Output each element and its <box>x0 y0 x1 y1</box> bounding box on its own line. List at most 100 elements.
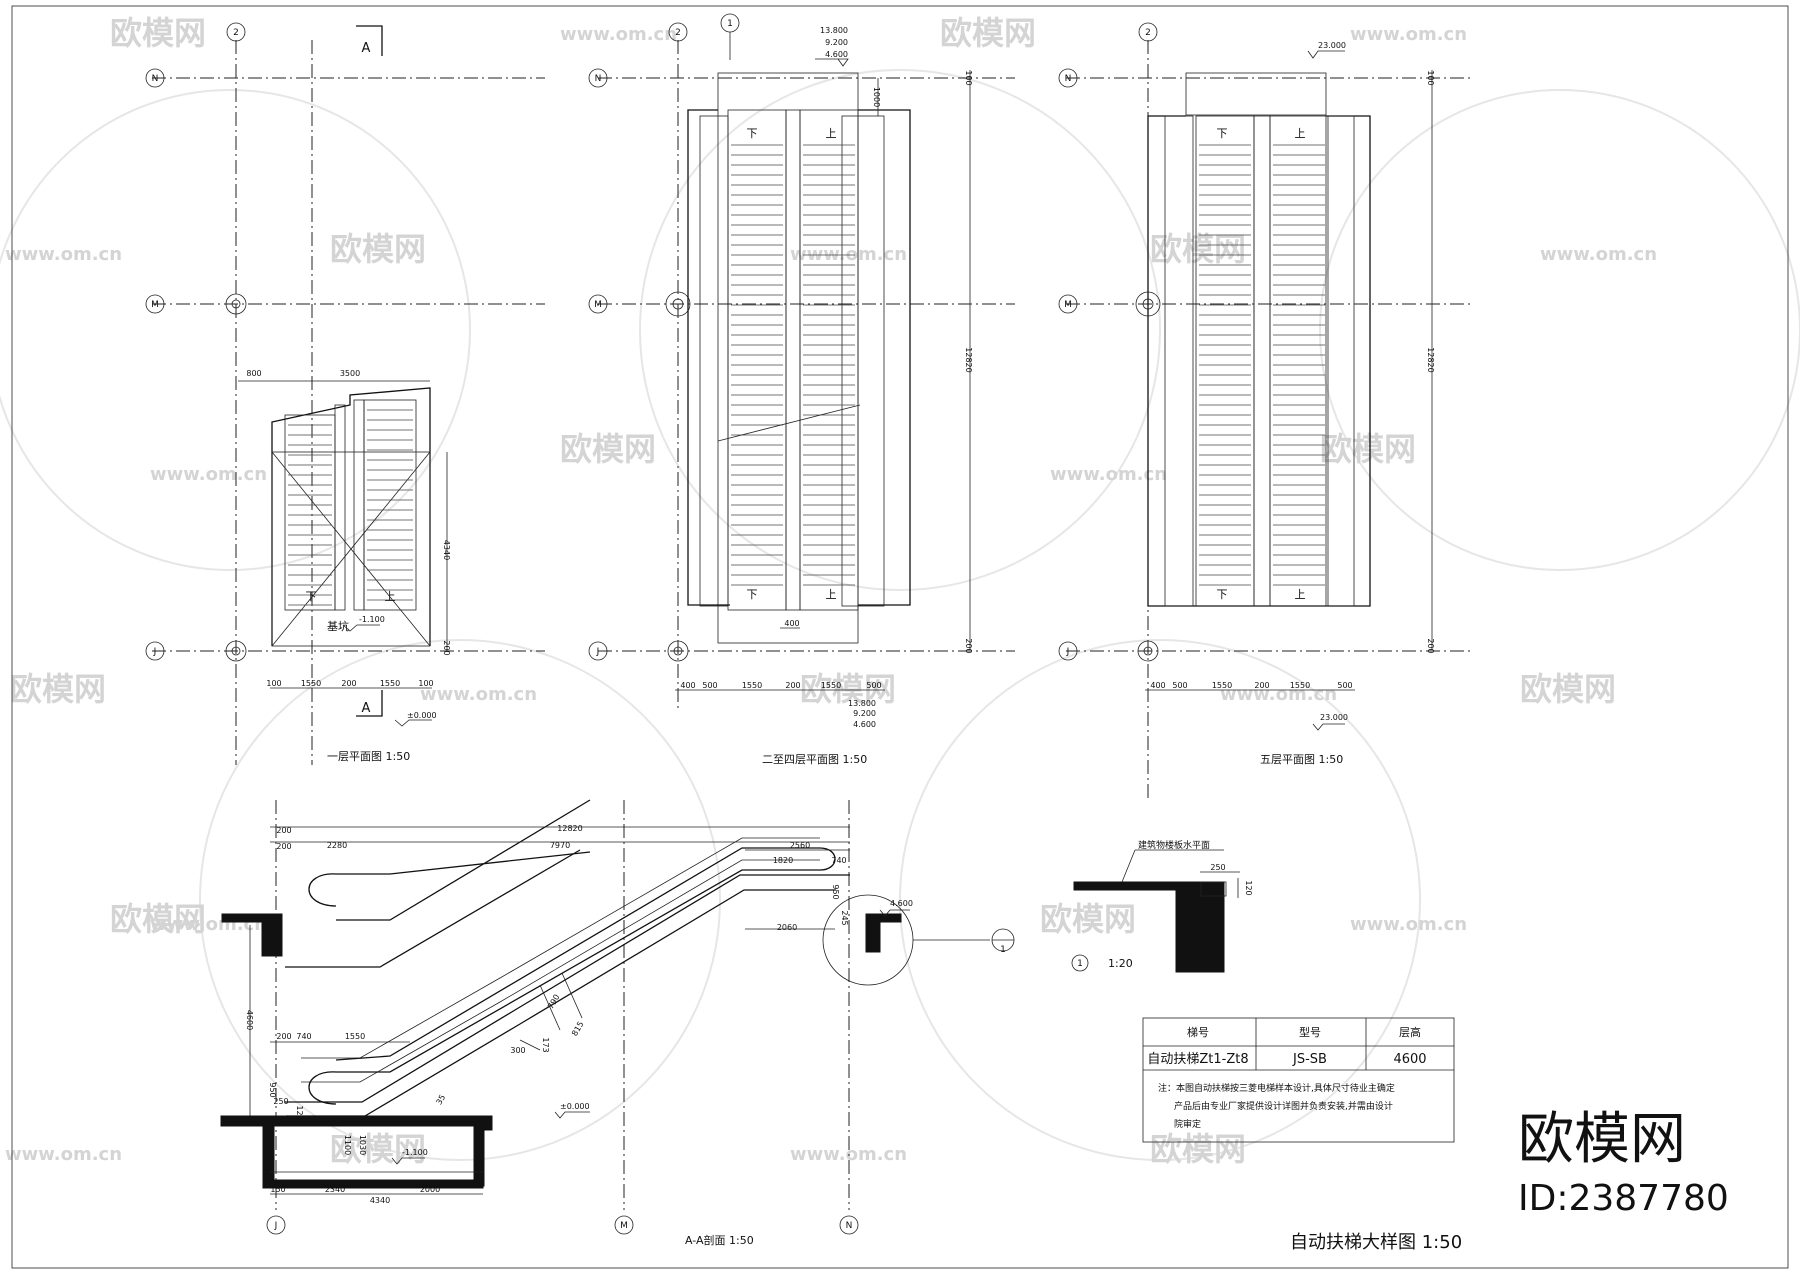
table-header-no: 梯号 <box>1187 1026 1209 1039</box>
plan1-floor-level: ±0.000 <box>407 711 437 720</box>
svg-text:M: M <box>620 1221 628 1231</box>
watermark-brand: 欧模网 <box>1520 670 1616 708</box>
section-level-ground: ±0.000 <box>560 1102 590 1111</box>
svg-text:7970: 7970 <box>550 841 570 850</box>
svg-text:245: 245 <box>840 910 849 925</box>
table-note-line-3: 院审定 <box>1174 1118 1201 1130</box>
plan2-title: 二至四层平面图 1:50 <box>762 753 867 766</box>
svg-text:4.600: 4.600 <box>853 720 876 729</box>
detail-scale: 1:20 <box>1108 957 1133 970</box>
svg-text:1550: 1550 <box>345 1032 365 1041</box>
grid-bubble-2: 2 <box>1138 22 1158 42</box>
svg-text:M: M <box>1064 300 1072 310</box>
svg-text:13.800: 13.800 <box>820 26 848 35</box>
watermark-url: www.om.cn <box>560 24 677 45</box>
svg-text:J: J <box>1066 647 1070 657</box>
watermark-brand: 欧模网 <box>560 430 656 468</box>
plan2-levels-bottom: 13.800 9.200 4.600 <box>848 699 876 729</box>
watermark-url: www.om.cn <box>1220 684 1337 705</box>
watermark-brand: 欧模网 <box>1320 430 1416 468</box>
logo-id: ID:2387780 <box>1518 1178 1729 1219</box>
svg-text:1550: 1550 <box>380 679 400 688</box>
svg-text:1550: 1550 <box>1212 681 1232 690</box>
section-level-top: 4.600 <box>890 899 913 908</box>
plan1-dim-side-bottom: 200 <box>442 640 451 655</box>
detail-number: 1 <box>1077 959 1083 969</box>
svg-text:200: 200 <box>785 681 800 690</box>
svg-text:200: 200 <box>276 842 291 851</box>
plan5-up-top: 上 <box>1295 127 1306 140</box>
svg-text:4340: 4340 <box>370 1196 390 1205</box>
plan1-down-label: 下 <box>306 590 317 603</box>
plan-level-1: N M J 2 A A 下 上 800 3500 4340 200 100 1 <box>145 22 545 765</box>
plan2-dim-total: 12820 <box>964 347 973 372</box>
svg-text:250: 250 <box>273 1097 288 1106</box>
section-level-pit: -1.100 <box>402 1148 428 1157</box>
plan5-dim-total: 12820 <box>1426 347 1435 372</box>
grid-bubble-M: M <box>1058 294 1078 314</box>
svg-text:200: 200 <box>276 826 291 835</box>
svg-text:150: 150 <box>270 1185 285 1194</box>
plan2-up-top: 上 <box>826 127 837 140</box>
watermark-layer: 欧模网欧模网欧模网欧模网欧模网欧模网欧模网欧模网欧模网欧模网欧模网欧模网欧模网 … <box>0 14 1800 1168</box>
plan1-title: 一层平面图 1:50 <box>327 750 410 763</box>
svg-text:120: 120 <box>295 1105 304 1120</box>
grid-bubble-M: M <box>614 1215 634 1235</box>
plan2-up-bottom: 上 <box>826 588 837 601</box>
svg-text:400: 400 <box>1150 681 1165 690</box>
svg-text:N: N <box>152 74 159 84</box>
detail-floor-label: 建筑物楼板水平面 <box>1138 839 1210 851</box>
plan5-dim-bottom-side: 200 <box>1426 638 1435 653</box>
plan1-dim-top-left: 800 <box>246 369 261 378</box>
detail-dim-a: 250 <box>1210 863 1225 872</box>
grid-bubble-M: M <box>588 294 608 314</box>
plan5-level-top: 23.000 <box>1318 41 1346 50</box>
svg-text:500: 500 <box>702 681 717 690</box>
svg-text:2340: 2340 <box>325 1185 345 1194</box>
plan5-down-top: 下 <box>1217 127 1228 140</box>
table-note-line-1: 注：本图自动扶梯按三菱电梯样本设计,具体尺寸待业主确定 <box>1158 1082 1395 1094</box>
watermark-url: www.om.cn <box>1350 24 1467 45</box>
plan2-dim-top-a: 100 <box>964 70 973 85</box>
svg-text:1: 1 <box>1000 945 1006 955</box>
grid-bubble-N: N <box>1058 68 1078 88</box>
svg-text:4.600: 4.600 <box>825 50 848 59</box>
svg-text:950: 950 <box>268 1082 277 1097</box>
watermark-url: www.om.cn <box>790 244 907 265</box>
watermark-brand: 欧模网 <box>800 670 896 708</box>
table-cell-height: 4600 <box>1393 1052 1426 1067</box>
spec-table: 梯号 型号 层高 自动扶梯Zt1-Zt8 JS-SB 4600 注：本图自动扶梯… <box>1142 1017 1455 1143</box>
section-marker-bottom: A <box>362 701 371 716</box>
table-cell-no: 自动扶梯Zt1-Zt8 <box>1147 1052 1248 1067</box>
detail-dim-b: 120 <box>1244 880 1253 895</box>
sheet-border <box>11 5 1789 1269</box>
watermark-brand: 欧模网 <box>1040 900 1136 938</box>
plan5-dim-top: 100 <box>1426 70 1435 85</box>
svg-text:1550: 1550 <box>821 681 841 690</box>
svg-text:200: 200 <box>276 1032 291 1041</box>
grid-bubble-N: N <box>588 68 608 88</box>
grid-bubble-M: M <box>145 294 165 314</box>
plan1-up-label: 上 <box>385 590 396 603</box>
svg-text:1100: 1100 <box>343 1135 352 1155</box>
svg-text:J: J <box>596 647 600 657</box>
svg-text:173: 173 <box>541 1037 550 1052</box>
watermark-brand: 欧模网 <box>330 1130 426 1168</box>
watermark-brand: 欧模网 <box>10 670 106 708</box>
detail-1-20: 建筑物楼板水平面 250 120 1 1:20 <box>1071 839 1253 973</box>
plan2-dim-top-b: 1000 <box>872 87 881 107</box>
svg-text:400: 400 <box>680 681 695 690</box>
plan2-dim-bottom-side: 200 <box>964 638 973 653</box>
watermark-brand: 欧模网 <box>110 900 206 938</box>
plan2-down-top: 下 <box>747 127 758 140</box>
svg-text:2: 2 <box>1145 28 1151 38</box>
svg-text:2: 2 <box>675 28 681 38</box>
svg-text:N: N <box>595 74 602 84</box>
section-a-a: J M N 1 200 <box>220 799 1015 1247</box>
svg-text:N: N <box>846 1221 853 1231</box>
grid-bubble-1: 1 <box>720 13 740 33</box>
watermark-brand: 欧模网 <box>940 14 1036 52</box>
table-header-model: 型号 <box>1299 1025 1321 1039</box>
svg-text:300: 300 <box>510 1046 525 1055</box>
plan5-up-bottom: 上 <box>1295 588 1306 601</box>
